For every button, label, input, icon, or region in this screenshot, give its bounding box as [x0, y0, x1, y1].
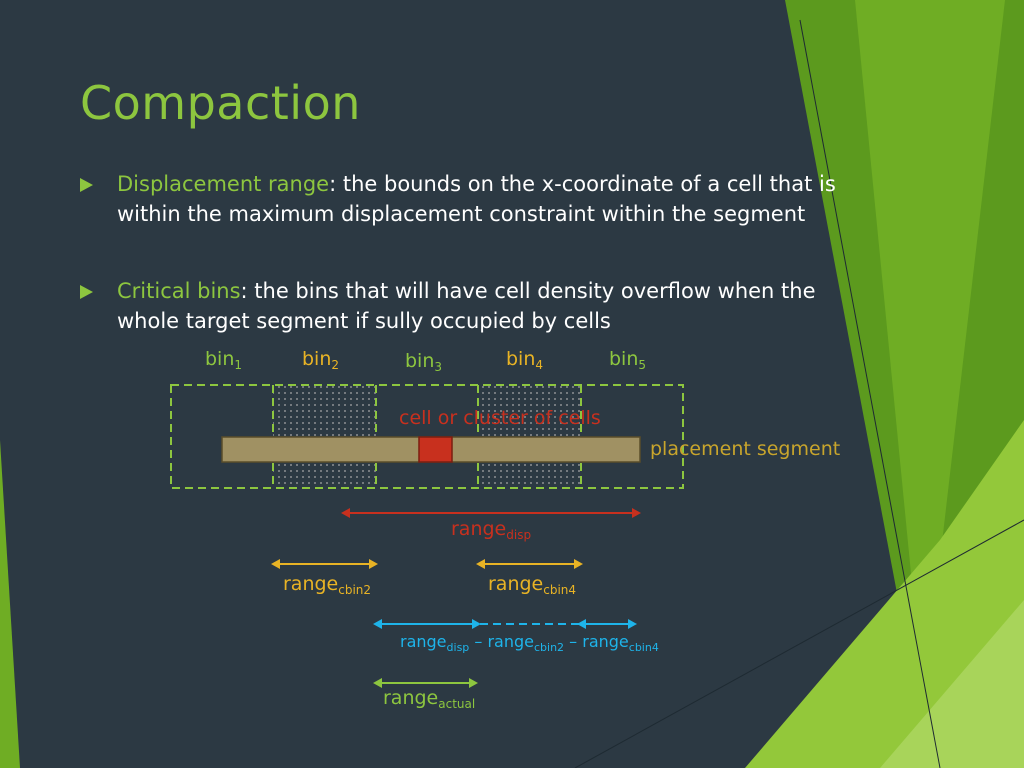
decor-line-1: [799, 19, 941, 768]
arrow-head-icon: [476, 559, 485, 569]
bin-5-label: bin5: [609, 348, 647, 372]
arrow-head-icon: [632, 508, 641, 518]
segment-label: placement segment: [650, 438, 841, 460]
bullet-text: : the bounds on the x-coordinate of a ce…: [117, 172, 836, 226]
arrow-head-icon: [574, 559, 583, 569]
cell-block: [418, 436, 453, 463]
bullet-term: Critical bins: [117, 279, 241, 303]
bullet-arrow-icon: [80, 285, 93, 299]
arrow-head-icon: [577, 619, 586, 629]
bullet-term: Displacement range: [117, 172, 330, 196]
bin-1-label: bin1: [205, 348, 243, 372]
arrow-head-icon: [469, 678, 478, 688]
decor-line-2: [574, 519, 1024, 768]
bottom-light-panel: [745, 420, 1024, 768]
range-formula-label: rangedisp – rangecbin2 – rangecbin4: [400, 632, 659, 654]
slide-title: Compaction: [80, 76, 361, 130]
bin-4-label: bin4: [506, 348, 544, 372]
bottom-pale-panel: [880, 600, 1024, 768]
left-green-sliver: [0, 440, 20, 768]
bullet-text: : the bins that will have cell density o…: [117, 279, 816, 333]
bin-3-label: bin3: [405, 350, 443, 374]
bullet-arrow-icon: [80, 178, 93, 192]
arrow-head-icon: [472, 619, 481, 629]
range-actual-label: rangeactual: [383, 687, 476, 711]
right-light-panel: [855, 0, 1024, 768]
arrow-head-icon: [271, 559, 280, 569]
arrow-head-icon: [341, 508, 350, 518]
cell-label: cell or cluster of cells: [399, 407, 601, 429]
bin-2-label: bin2: [302, 348, 340, 372]
range-disp-label: rangedisp: [451, 518, 532, 542]
range-cbin4-label: rangecbin4: [488, 573, 577, 597]
arrow-head-icon: [628, 619, 637, 629]
bin-row-outline: [170, 384, 684, 489]
arrow-head-icon: [373, 619, 382, 629]
arrow-head-icon: [373, 678, 382, 688]
arrow-head-icon: [369, 559, 378, 569]
range-cbin2-label: rangecbin2: [283, 573, 372, 597]
